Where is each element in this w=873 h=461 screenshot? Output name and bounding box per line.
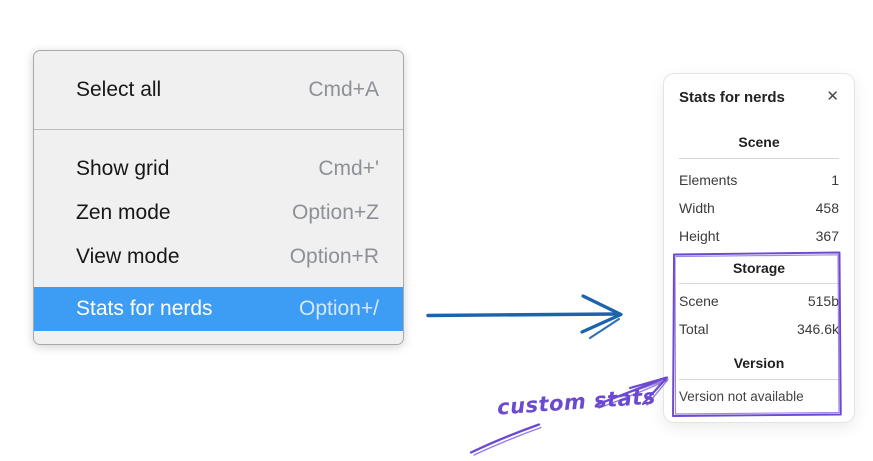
stat-value: 458	[815, 200, 839, 216]
close-icon[interactable]: ✕	[826, 88, 839, 105]
stat-label: Scene	[679, 293, 719, 309]
stat-value: 515b	[807, 293, 839, 309]
menu-group: Show grid Cmd+' Zen mode Option+Z View m…	[34, 147, 403, 331]
section-heading-version: Version	[733, 355, 785, 371]
stat-value: 367	[815, 228, 839, 244]
stat-value: 1	[831, 172, 839, 188]
stat-row-total-storage: Total 346.6k	[679, 315, 839, 343]
menu-item-shortcut: Option+/	[299, 297, 379, 320]
section-divider	[679, 283, 839, 284]
menu-item-stats-for-nerds[interactable]: Stats for nerds Option+/	[34, 287, 403, 331]
stat-row-scene-storage: Scene 515b	[679, 287, 839, 315]
context-menu: Select all Cmd+A Show grid Cmd+' Zen mod…	[33, 50, 404, 345]
menu-item-shortcut: Option+R	[289, 245, 379, 268]
pointer-arrow	[426, 294, 623, 340]
menu-item-show-grid[interactable]: Show grid Cmd+'	[34, 147, 403, 191]
section-heading-storage: Storage	[732, 260, 786, 276]
version-note: Version not available	[679, 389, 804, 404]
stat-label: Height	[679, 228, 720, 244]
stats-for-nerds-panel: Stats for nerds ✕ Scene Elements 1 Width…	[663, 73, 855, 423]
menu-item-shortcut: Cmd+A	[308, 78, 379, 101]
stat-label: Total	[679, 321, 709, 337]
menu-item-shortcut: Option+Z	[292, 201, 379, 224]
stat-label: Width	[679, 200, 715, 216]
menu-item-label: Select all	[76, 78, 162, 101]
stat-row-height: Height 367	[679, 222, 839, 250]
stat-label: Elements	[679, 172, 738, 188]
menu-item-label: Stats for nerds	[76, 297, 213, 320]
menu-divider	[34, 129, 403, 130]
storage-rows: Scene 515b Total 346.6k	[679, 287, 839, 343]
menu-item-zen-mode[interactable]: Zen mode Option+Z	[34, 191, 403, 235]
menu-item-label: Show grid	[76, 157, 170, 180]
menu-item-label: Zen mode	[76, 201, 171, 224]
menu-item-select-all[interactable]: Select all Cmd+A	[34, 51, 403, 129]
section-divider	[679, 379, 839, 380]
section-divider	[679, 158, 839, 159]
menu-item-shortcut: Cmd+'	[318, 157, 379, 180]
panel-titlebar: Stats for nerds ✕	[679, 87, 839, 107]
annotation-custom-stats-label: custom stats	[496, 384, 657, 420]
section-heading-scene: Scene	[738, 134, 780, 150]
panel-title: Stats for nerds	[679, 88, 785, 106]
menu-item-label: View mode	[76, 245, 180, 268]
stat-row-width: Width 458	[679, 194, 839, 222]
stat-row-elements: Elements 1	[679, 166, 839, 194]
scene-rows: Elements 1 Width 458 Height 367	[679, 166, 839, 250]
stat-value: 346.6k	[796, 321, 839, 337]
menu-item-view-mode[interactable]: View mode Option+R	[34, 235, 403, 279]
